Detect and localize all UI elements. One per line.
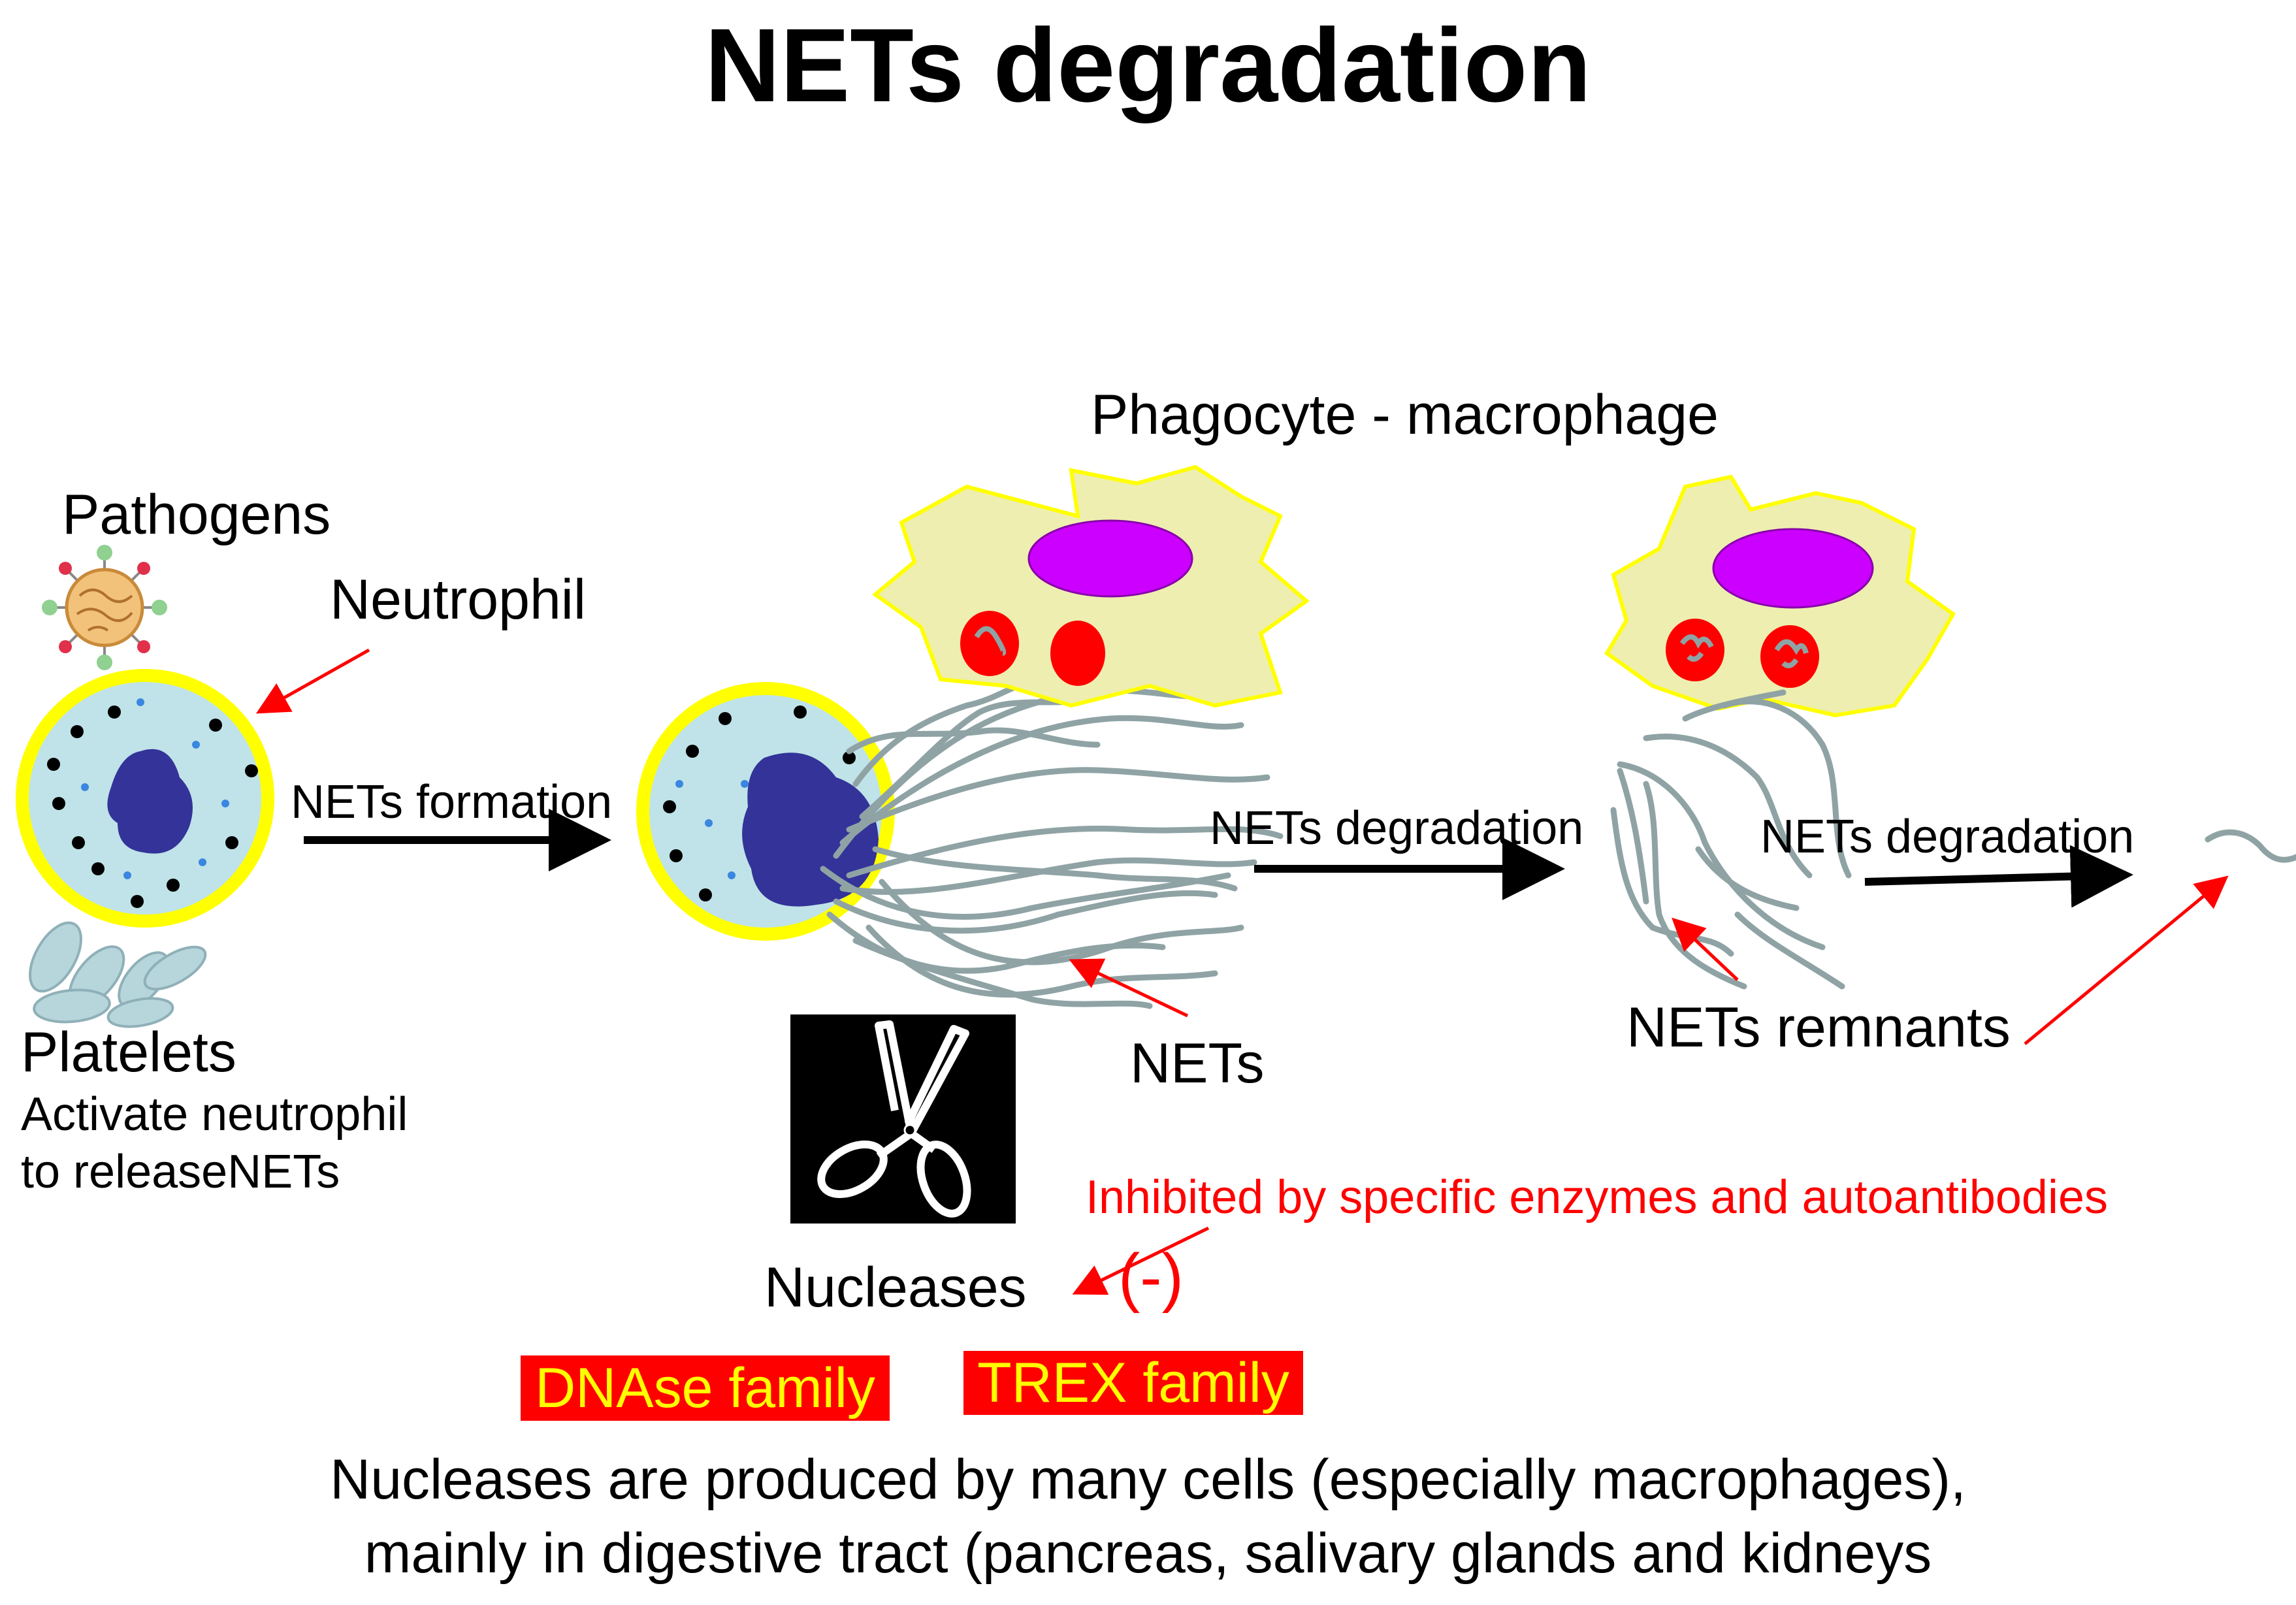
process-arrows [304,809,2133,908]
pointer-arrows [255,648,2229,1295]
inhibition-label: Inhibited by specific enzymes and autoan… [1086,1171,2108,1224]
nets-degradation-label-1: NETs degradation [1210,802,1584,854]
net-strands [820,676,1284,1009]
macrophage-1 [872,464,1310,708]
caption-line-1: Nucleases are produced by many cells (es… [330,1448,1966,1511]
net-remnants [1610,689,2296,990]
trex-family-box: TREX family [963,1351,1303,1415]
trex-family-label: TREX family [977,1352,1289,1414]
pathogens-label: Pathogens [62,483,331,546]
scissors-icon [790,1014,1016,1224]
caption-line-2: mainly in digestive tract (pancreas, sal… [364,1522,1932,1585]
diagram-title: NETs degradation [704,7,1592,123]
dnase-family-box: DNAse family [521,1355,890,1421]
dnase-family-label: DNAse family [535,1357,875,1419]
phagocyte-label: Phagocyte - macrophage [1091,383,1719,446]
pathogen-virus-icon [42,545,167,670]
nets-formation-label: NETs formation [291,776,613,828]
platelets-label: Platelets [21,1021,236,1084]
nets-degradation-label-2: NETs degradation [1760,811,2135,863]
platelets-note-line-1: Activate neutrophil [21,1088,408,1141]
platelets [29,921,207,1028]
nets-label: NETs [1130,1032,1265,1095]
nucleases-label: Nucleases [764,1256,1027,1319]
macrophage-2 [1604,474,1956,718]
inhibition-minus-sign: (-) [1118,1240,1184,1314]
neutrophil-label: Neutrophil [330,568,586,631]
nets-remnants-label: NETs remnants [1626,996,2011,1059]
platelets-note-line-2: to releaseNETs [21,1146,340,1198]
neutrophil-cell [16,669,274,928]
neutrophil-releasing-nets [636,682,895,941]
